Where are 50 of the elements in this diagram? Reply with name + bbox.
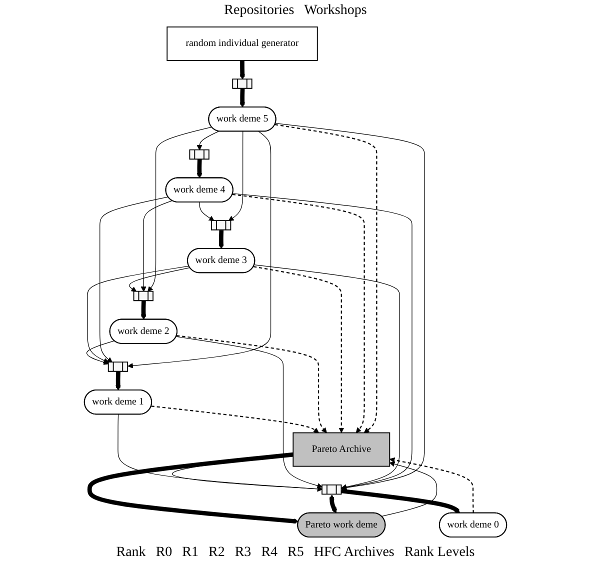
arrow bbox=[100, 196, 168, 363]
arrow bbox=[129, 267, 190, 292]
arrow bbox=[228, 131, 244, 222]
node-bar bbox=[232, 78, 252, 89]
arrow bbox=[151, 406, 319, 434]
arrow bbox=[128, 131, 272, 368]
arrow bbox=[115, 371, 121, 391]
axis-label: R1 bbox=[182, 545, 198, 561]
arrow bbox=[341, 488, 460, 514]
arrow bbox=[140, 300, 146, 320]
node-bar bbox=[133, 290, 154, 302]
arrow bbox=[176, 335, 327, 434]
arrow bbox=[253, 266, 344, 434]
arrow bbox=[254, 264, 400, 490]
arrow bbox=[148, 126, 212, 292]
arrow bbox=[176, 336, 323, 488]
axis-label: Rank bbox=[116, 545, 146, 561]
axis-label: R0 bbox=[156, 545, 172, 561]
arrow bbox=[86, 340, 115, 365]
arrow bbox=[275, 122, 425, 490]
node-box: Pareto Archive bbox=[292, 432, 390, 467]
arrow bbox=[140, 200, 172, 292]
arrow bbox=[329, 494, 338, 514]
arrow bbox=[274, 124, 378, 434]
arrow bbox=[87, 266, 190, 364]
arrow bbox=[381, 461, 438, 517]
arrow bbox=[240, 88, 246, 108]
axis-label: R2 bbox=[208, 545, 225, 561]
node-box: random individual generator bbox=[166, 26, 318, 61]
node-bar bbox=[322, 484, 342, 495]
node-bar bbox=[108, 362, 128, 372]
column-heading: Workshops bbox=[304, 3, 367, 19]
node-bar bbox=[189, 149, 210, 160]
arrow bbox=[118, 414, 323, 492]
column-heading: Repositories bbox=[224, 3, 294, 19]
arrow bbox=[240, 60, 246, 80]
axis-label: Rank Levels bbox=[404, 545, 475, 561]
arrow bbox=[232, 194, 365, 434]
arrow bbox=[232, 193, 412, 490]
arrow bbox=[199, 202, 214, 222]
axis-label: R3 bbox=[234, 545, 252, 561]
arrow bbox=[218, 230, 224, 250]
node-bar bbox=[211, 220, 232, 230]
arrow bbox=[196, 158, 202, 178]
axis-label: R5 bbox=[288, 545, 304, 561]
arrow bbox=[87, 452, 299, 524]
arrow bbox=[196, 131, 220, 150]
axis-label: R4 bbox=[261, 545, 278, 561]
axis-label: HFC Archives bbox=[314, 545, 394, 561]
arrow bbox=[389, 457, 474, 514]
